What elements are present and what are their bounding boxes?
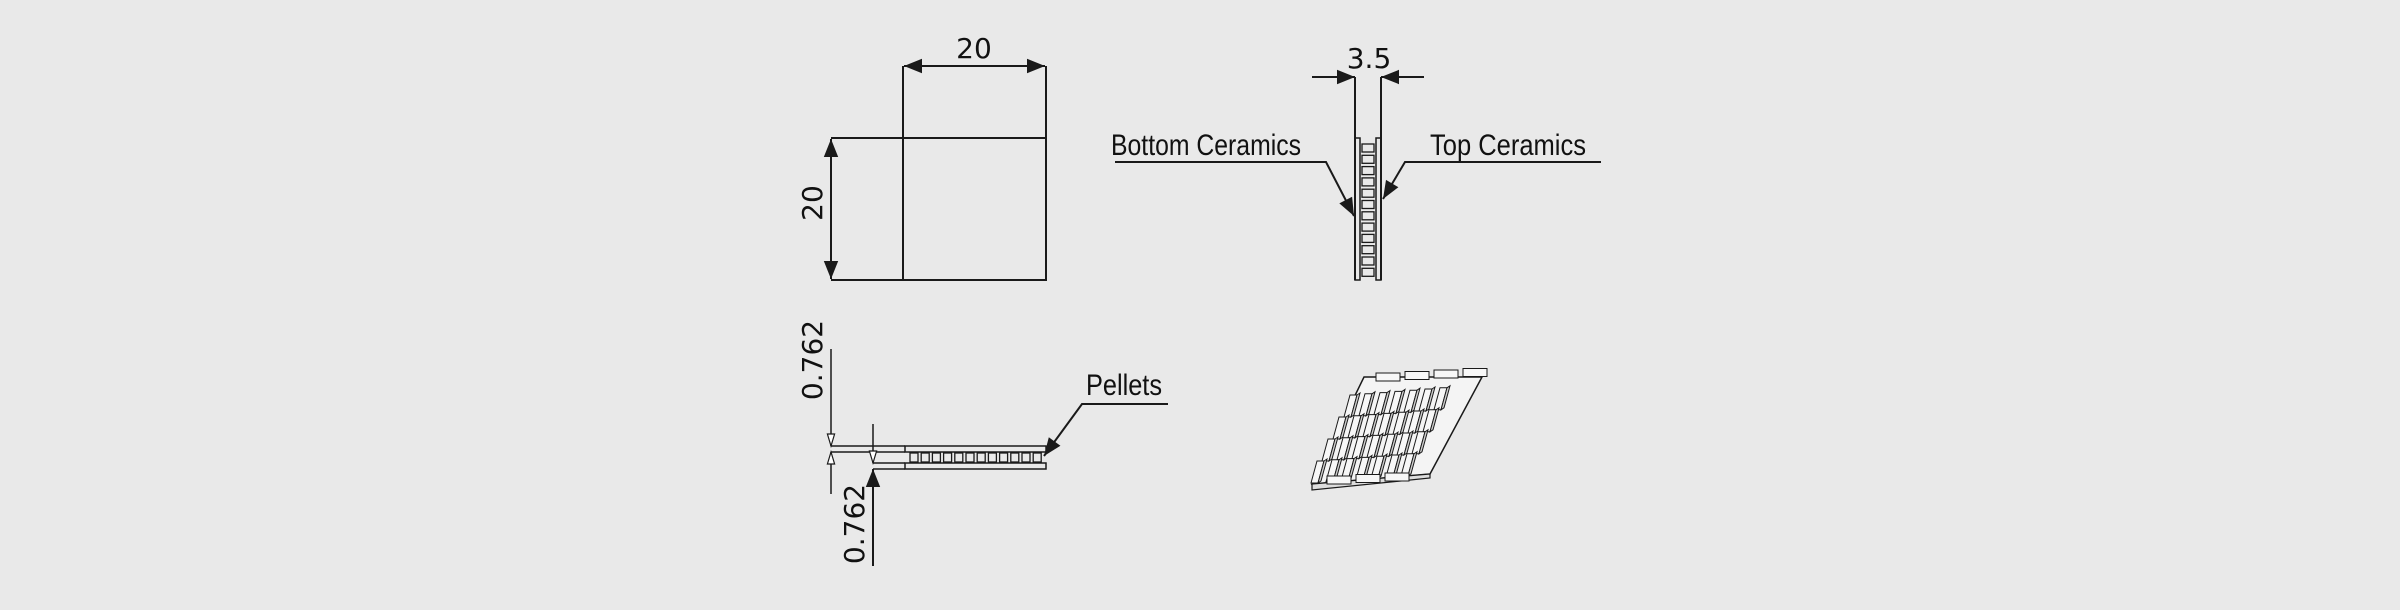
pellet-side [1399,409,1410,436]
pellet [1361,211,1375,221]
pellet [1361,245,1375,255]
pellet-side [1407,450,1418,477]
pellet [1361,154,1375,164]
pellet-side [1410,387,1421,414]
pellet-side [1388,431,1399,458]
connector-tab [1433,369,1459,379]
pellets-leader [1043,403,1168,457]
top-ceramics-leader [1382,161,1601,200]
pellet-side [1418,428,1429,455]
pellet-side [1395,388,1406,415]
pellet [987,452,998,463]
bottom-ceramic-thickness-text: 0.762 [838,484,871,564]
pellet [909,452,919,463]
pellet [1361,199,1375,210]
pellet [920,452,930,463]
pellet [1010,452,1020,463]
height-dimension-text: 20 [796,185,829,221]
pellet [1361,165,1375,176]
pellet [942,452,953,463]
pellet [1361,256,1375,266]
pellet [1361,222,1375,232]
width-dimension-text: 20 [956,32,992,65]
pellet-side [1354,412,1365,439]
pellet-side [1440,384,1451,411]
thickness-dimension-text: 3.5 [1347,42,1392,75]
pellet [931,452,942,463]
pellet [976,452,986,463]
pellet [965,452,975,463]
pellet [1361,143,1375,153]
connector-tab [1375,372,1401,382]
bottom-ceramics-label: Bottom Ceramics [1111,129,1301,162]
pellet [1021,452,1031,463]
top-view: 20 20 [796,32,1047,281]
pellet-side [1339,413,1350,441]
pellet-side [1403,429,1414,457]
pellet-side [1373,432,1384,459]
iso-pellet-array [1310,368,1488,485]
top-ceramic-plate [1375,137,1382,281]
pellet [998,452,1009,463]
pellet-side [1365,390,1376,417]
bottom-ceramic-plate [904,462,1047,470]
top-ceramic-thickness-text: 0.762 [796,320,829,400]
bottom-ceramics-leader [1115,161,1355,217]
pellet-side [1350,391,1361,419]
top-view-outline [902,137,1047,281]
pellet-side [1384,410,1395,437]
isometric-view [1310,368,1488,491]
connector-tab [1462,368,1488,377]
front-pellet-row [909,452,1042,463]
pellet [1361,267,1375,277]
pellet [1032,452,1042,463]
bottom-ceramic-plate [1354,137,1361,281]
pellet-side [1343,434,1354,461]
pellet-side [1358,433,1369,460]
front-view: 0.762 0.762 Pellets [796,320,1168,566]
pellets-label: Pellets [1086,369,1162,402]
pellet-side [1425,385,1436,413]
side-view: 3.5 Bottom Ceramics Top Ceramics [1111,42,1601,281]
pellet-side [1429,406,1440,433]
pellet-side [1317,457,1328,485]
connector-tab [1326,475,1352,485]
pellet [1361,233,1375,244]
pellet [954,452,964,463]
connector-tab [1404,371,1430,380]
connector-tab [1355,474,1381,483]
connector-tab [1384,472,1410,482]
pellet-side [1414,407,1425,435]
pellet [1361,188,1375,198]
side-pellet-column [1361,143,1375,277]
pellet-side [1369,411,1380,438]
pellet-side [1380,389,1391,416]
pellet-side [1328,435,1339,463]
pellet [1361,177,1375,187]
top-ceramics-label: Top Ceramics [1430,129,1586,162]
top-ceramic-plate [904,445,1047,453]
